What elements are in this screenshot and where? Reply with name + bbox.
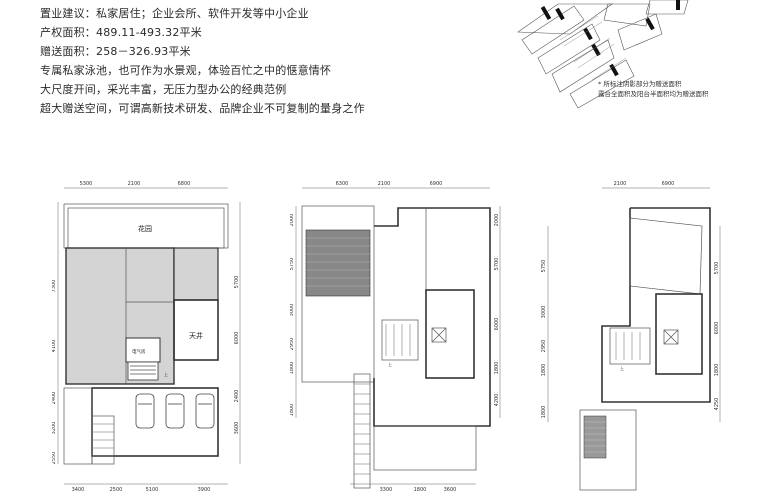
second-right-dim-5: 4200	[494, 394, 500, 407]
info-line-usage: 置业建议：私家居住；企业会所、软件开发等中小企业	[40, 7, 309, 20]
ground-right-dim-2: 6000	[234, 332, 240, 345]
ground-top-dim-3: 6800	[178, 181, 191, 187]
key-plan-note-shadow: * 所标注阴影部分为赠送面积	[598, 80, 682, 88]
third-top-dim-1: 2100	[614, 181, 627, 187]
ground-left-dim-1: 7300	[52, 280, 57, 293]
ground-right-dim-3: 2400	[234, 390, 240, 403]
ground-floor-drawing: 5300 2100 6800 3400 2500 5100 3900 7300 …	[52, 181, 241, 493]
third-top-dim-2: 6900	[662, 181, 675, 187]
third-right-dim-1: 5700	[714, 262, 720, 275]
key-plan-note-terrace: 露台全面积及阳台半面积均为赠送面积	[598, 90, 709, 98]
site-key-plan-drawing	[453, 0, 689, 109]
ground-bottom-dim-2: 2500	[110, 487, 123, 493]
third-left-dim-3: 2950	[541, 340, 547, 353]
ground-bottom-dim-4: 3900	[198, 487, 211, 493]
ground-right-dim-1: 5700	[234, 276, 240, 289]
second-right-dim-1: 2000	[494, 214, 500, 227]
info-line-lighting: 大尺度开间，采光丰富，无压力型办公的经典范例	[40, 83, 287, 96]
info-line-title-area: 产权面积：489.11-493.32平米	[40, 26, 202, 39]
second-floor-drawing: 6300 2100 6900 3300 1800 3600 2000 5750 …	[290, 181, 501, 493]
info-line-space: 超大赠送空间，可谓高新技术研发、品牌企业不可复制的量身之作	[40, 102, 365, 115]
site-key-plan: * 所标注阴影部分为赠送面积 露台全面积及阳台半面积均为赠送面积	[453, 0, 758, 110]
ground-floor-plan: 5300 2100 6800 3400 2500 5100 3900 7300 …	[52, 178, 248, 494]
ground-label-up: 上	[164, 371, 168, 377]
ground-label-courtyard: 天井	[189, 331, 203, 340]
third-left-dim-2: 3000	[541, 306, 547, 319]
info-line-gift-area: 赠送面积：258－326.93平米	[40, 45, 191, 58]
info-panel: 置业建议：私家居住；企业会所、软件开发等中小企业 产权面积：489.11-493…	[40, 4, 460, 118]
second-right-dim-4: 1800	[494, 362, 500, 375]
ground-left-dim-3: 2400	[52, 392, 57, 405]
ground-left-dim-4: 3200	[52, 422, 57, 435]
ground-left-dim-5: 2550	[52, 452, 57, 465]
second-right-dim-3: 6000	[494, 318, 500, 331]
second-left-dim-5: 1800	[290, 362, 295, 375]
second-left-dim-2: 5750	[290, 258, 295, 271]
third-floor-plan: 2100 6900 5750 3000 2950 1800 1800 5700 …	[540, 178, 730, 494]
ground-left-dim-2: 4100	[52, 340, 57, 353]
third-label-up: 上	[620, 365, 624, 371]
third-right-dim-3: 1800	[714, 364, 720, 377]
second-left-dim-1: 2000	[290, 214, 295, 227]
second-top-dim-1: 6300	[336, 181, 349, 187]
third-left-dim-1: 5750	[541, 260, 547, 273]
second-left-dim-3: 3000	[290, 304, 295, 317]
third-left-dim-4: 1800	[541, 364, 547, 377]
second-bottom-dim-3: 3600	[444, 487, 457, 493]
third-floor-drawing: 2100 6900 5750 3000 2950 1800 1800 5700 …	[541, 181, 721, 491]
ground-top-dim-1: 5300	[80, 181, 93, 187]
second-left-dim-4: 2950	[290, 338, 295, 351]
third-right-dim-4: 4250	[714, 398, 720, 411]
second-top-dim-3: 6900	[430, 181, 443, 187]
second-label-up: 上	[388, 361, 392, 367]
info-line-pool: 专属私家泳池，也可作为水景观，体验百忙之中的惬意情怀	[40, 64, 332, 77]
ground-right-dim-4: 3600	[234, 422, 240, 435]
third-right-dim-2: 6000	[714, 322, 720, 335]
third-left-dim-5: 1800	[541, 406, 547, 419]
second-bottom-dim-1: 3300	[380, 487, 393, 493]
second-top-dim-2: 2100	[378, 181, 391, 187]
second-bottom-dim-2: 1800	[414, 487, 427, 493]
ground-label-garden: 花园	[138, 224, 152, 233]
ground-bottom-dim-1: 3400	[72, 487, 85, 493]
ground-bottom-dim-3: 5100	[146, 487, 159, 493]
ground-top-dim-2: 2100	[128, 181, 141, 187]
second-right-dim-2: 5700	[494, 258, 500, 271]
second-floor-plan: 6300 2100 6900 3300 1800 3600 2000 5750 …	[290, 178, 510, 494]
second-left-dim-6: 1800	[290, 404, 295, 417]
ground-label-elevator-room: 电气房	[132, 348, 146, 355]
